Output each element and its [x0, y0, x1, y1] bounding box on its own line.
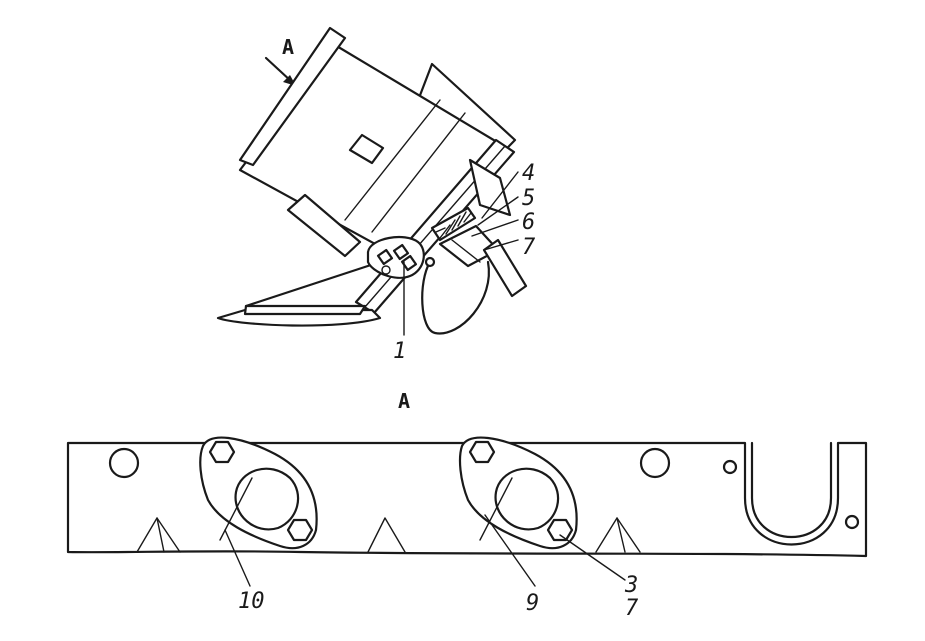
rear-leg — [286, 193, 362, 258]
hole-right — [639, 447, 671, 479]
callout-1: 1 — [393, 339, 406, 364]
inspection-window — [348, 133, 385, 165]
view-label-a: A — [398, 389, 410, 413]
bracket-left — [199, 436, 318, 550]
notch-2 — [367, 517, 406, 553]
callout-9: 9 — [526, 591, 539, 616]
cable-loop — [421, 260, 491, 335]
spring-stack — [430, 206, 477, 242]
view-arrow-a — [264, 56, 296, 86]
sensor-stem — [482, 238, 528, 298]
front-flange — [238, 26, 347, 167]
small-hole-upper — [722, 459, 738, 475]
rear-bracket — [468, 158, 512, 217]
callout-7-bottom: 7 — [625, 596, 639, 621]
callout-7-top: 7 — [522, 235, 536, 260]
callout-3: 3 — [624, 573, 638, 598]
plate-view-a — [66, 436, 868, 587]
u-slot-inner — [750, 441, 833, 539]
hole-left — [108, 447, 140, 479]
small-hole-lower — [844, 514, 860, 530]
callout-4: 4 — [522, 161, 535, 186]
callout-6: 6 — [522, 210, 535, 235]
top-assembly: A — [216, 26, 528, 336]
hinge-clamp — [366, 235, 425, 279]
bracket-right — [458, 436, 578, 550]
plate-outline — [66, 441, 868, 558]
arrow-label-a: A — [282, 35, 294, 59]
callout-5: 5 — [522, 186, 535, 211]
callout-10: 10 — [238, 589, 265, 614]
base-block — [243, 304, 367, 316]
